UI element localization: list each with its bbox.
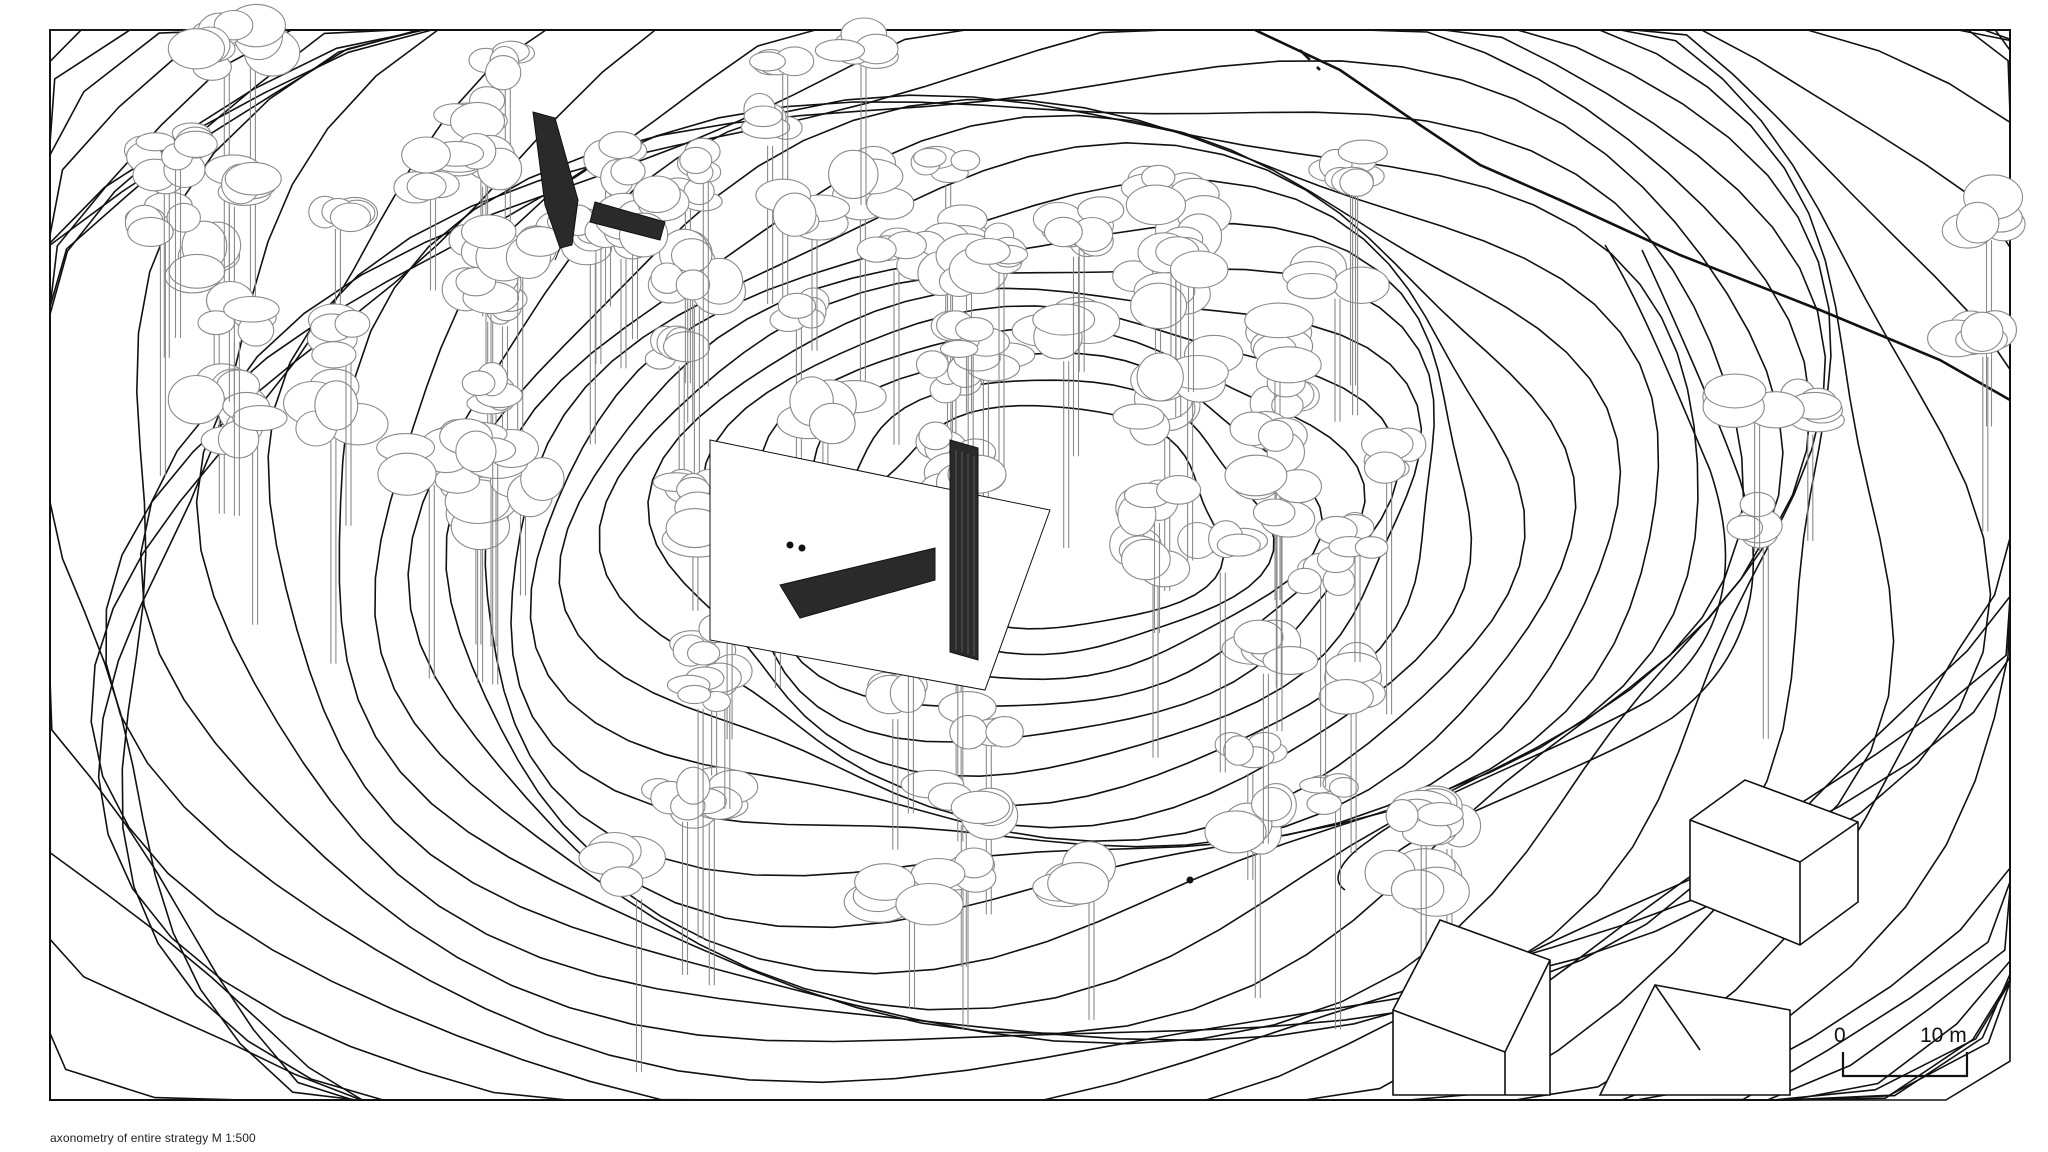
tree [1318, 139, 1388, 416]
drawing-caption: axonometry of entire strategy M 1:500 [50, 1131, 256, 1145]
tree [1130, 334, 1244, 561]
tree [1927, 310, 2018, 532]
tree [1941, 174, 2026, 427]
pavilion-hatch [955, 450, 975, 656]
tree [393, 136, 485, 291]
tree [1361, 427, 1427, 715]
pavilion-upper [532, 111, 666, 261]
scale-bar-line [1841, 1052, 1969, 1078]
tree [965, 222, 1029, 481]
tree [843, 857, 966, 1009]
tree [1287, 545, 1356, 787]
tree [930, 310, 994, 478]
tree [740, 92, 803, 304]
contour-line [49, 29, 2011, 1101]
tree [135, 122, 218, 338]
tree [1282, 245, 1390, 422]
tree [308, 195, 379, 352]
scale-start-label: 0 [1834, 1024, 1846, 1047]
tree [1032, 196, 1125, 372]
tree [439, 418, 539, 685]
tree [1137, 226, 1229, 393]
tree [900, 769, 1019, 967]
tree [947, 327, 1036, 517]
tree [1011, 296, 1121, 548]
tree [641, 766, 727, 975]
tree [1204, 783, 1297, 998]
tree [769, 287, 830, 528]
tree [1726, 491, 1783, 739]
tree [578, 831, 666, 1073]
tree [1224, 454, 1323, 732]
contour-line [338, 60, 1784, 1035]
tree [1115, 475, 1202, 633]
scale-end-label: 10 m [1920, 1024, 1967, 1047]
scale-bar: 0 10 m [1834, 1024, 1969, 1078]
tree [1249, 368, 1320, 517]
tree [306, 303, 371, 526]
tree [856, 227, 937, 445]
tree [433, 86, 508, 279]
tree [755, 178, 851, 351]
contour-line [90, 29, 1992, 1101]
village-houses [1392, 779, 1859, 1096]
tree [167, 9, 254, 288]
contour-line [374, 101, 1745, 1011]
tree [283, 368, 389, 664]
contour-line [195, 29, 1827, 1042]
tree [865, 670, 928, 850]
ridge-line [1254, 28, 2011, 402]
tree [1244, 302, 1322, 601]
tree [1229, 410, 1308, 688]
contour-line [407, 94, 1699, 975]
contour-line [267, 29, 1812, 1045]
tree [1109, 523, 1191, 758]
tree [1702, 373, 1805, 553]
pavilion-central [709, 439, 1194, 884]
tree [1299, 773, 1359, 1030]
tree [460, 214, 564, 466]
tree [666, 666, 732, 939]
tree [676, 137, 722, 387]
tree [204, 154, 282, 402]
tree [749, 46, 815, 307]
tree [814, 17, 899, 205]
tree [439, 464, 519, 683]
tree [197, 280, 280, 516]
tree-canopy-layer [123, 3, 2026, 1073]
tree [938, 691, 1024, 915]
contour-line [558, 222, 1473, 829]
tree [583, 131, 648, 307]
tree [647, 238, 713, 423]
tree [776, 376, 887, 595]
tree [1315, 511, 1389, 662]
tree [1364, 848, 1470, 1027]
tree [1318, 641, 1386, 853]
access-road [1337, 244, 1755, 891]
tree [1032, 841, 1116, 1020]
